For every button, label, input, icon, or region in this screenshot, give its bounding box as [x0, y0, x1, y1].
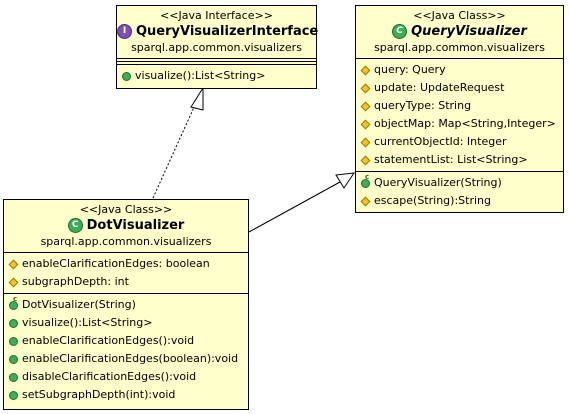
- public-method-icon: [9, 318, 18, 328]
- stereotype-label: <<Java Interface>>: [160, 9, 273, 22]
- generalization-arrowhead: [335, 172, 356, 189]
- realization-line: [152, 104, 196, 199]
- protected-field-icon: [8, 277, 19, 287]
- methods-section: visualize():List<String>: [117, 64, 316, 87]
- attributes-section: [117, 58, 316, 61]
- attribute-row[interactable]: enableClarificationEdges: boolean: [8, 255, 248, 273]
- stereotype-label: <<Java Class>>: [79, 203, 173, 216]
- protected-field-icon: [8, 259, 19, 269]
- attribute-row[interactable]: query: Query: [360, 61, 563, 79]
- public-method-icon: [9, 336, 18, 346]
- attribute-row[interactable]: update: UpdateRequest: [360, 79, 563, 97]
- constructor-icon: [9, 295, 18, 310]
- constructor-icon: [361, 173, 370, 188]
- generalization-line: [248, 181, 341, 233]
- abstract-class-icon: C: [392, 24, 408, 39]
- method-row[interactable]: enableClarificationEdges(boolean):void: [9, 350, 248, 368]
- method-row[interactable]: escape(String):String: [360, 192, 563, 210]
- method-row[interactable]: enableClarificationEdges():void: [9, 332, 248, 350]
- methods-section: DotVisualizer(String) visualize():List<S…: [4, 293, 248, 406]
- class-icon: C: [67, 218, 83, 233]
- method-row[interactable]: setSubgraphDepth(int):void: [9, 386, 248, 404]
- attribute-row[interactable]: queryType: String: [360, 97, 563, 115]
- package-label: sparql.app.common.visualizers: [374, 41, 545, 54]
- method-row[interactable]: visualize():List<String>: [122, 67, 316, 85]
- method-row[interactable]: visualize():List<String>: [9, 314, 248, 332]
- divider: [117, 61, 316, 64]
- interface-icon: I: [117, 24, 132, 39]
- attributes-section: enableClarificationEdges: boolean subgra…: [4, 252, 248, 293]
- package-label: sparql.app.common.visualizers: [40, 235, 212, 248]
- attribute-row[interactable]: subgraphDepth: int: [8, 273, 248, 291]
- public-method-icon: [9, 390, 18, 400]
- package-label: sparql.app.common.visualizers: [131, 41, 302, 54]
- protected-method-icon: [360, 196, 371, 206]
- constructor-row[interactable]: QueryVisualizer(String): [361, 173, 563, 192]
- public-method-icon: [122, 71, 131, 81]
- attribute-row[interactable]: statementList: List<String>: [360, 151, 563, 169]
- realization-arrowhead: [190, 86, 204, 111]
- protected-field-icon: [360, 137, 371, 147]
- attribute-row[interactable]: currentObjectId: Integer: [360, 133, 563, 151]
- protected-field-icon: [360, 155, 371, 165]
- methods-section: QueryVisualizer(String) escape(String):S…: [356, 171, 563, 212]
- public-method-icon: [9, 372, 18, 382]
- public-method-icon: [9, 354, 18, 364]
- attribute-row[interactable]: objectMap: Map<String,Integer>: [360, 115, 563, 133]
- protected-field-icon: [360, 101, 371, 111]
- constructor-row[interactable]: DotVisualizer(String): [9, 295, 248, 314]
- method-row[interactable]: disableClarificationEdges():void: [9, 368, 248, 386]
- stereotype-label: <<Java Class>>: [413, 9, 506, 22]
- attributes-section: query: Query update: UpdateRequest query…: [356, 58, 563, 171]
- protected-field-icon: [360, 83, 371, 93]
- protected-field-icon: [360, 119, 371, 129]
- protected-field-icon: [360, 65, 371, 75]
